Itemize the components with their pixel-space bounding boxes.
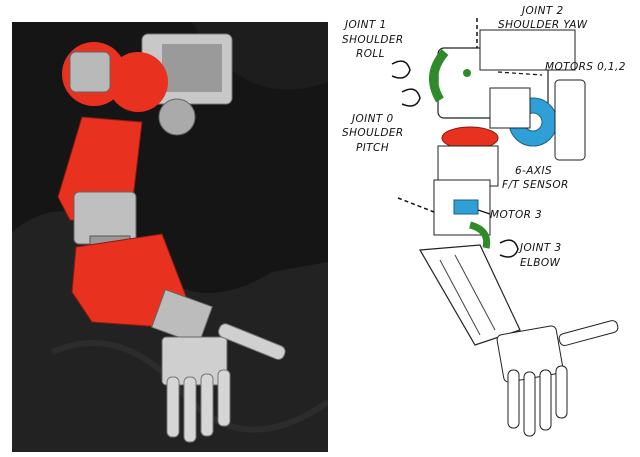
joint1-rotation-arrow [391,60,411,79]
diagram-finger-4 [555,365,568,419]
diagram-thumb [558,320,619,346]
robot-arm-diagram: JOINT 1 SHOULDER ROLL JOINT 2 SHOULDER Y… [342,5,626,437]
motor3-pointer-line [477,209,491,215]
diagram-finger-1 [507,369,520,429]
label-joint1-desc-b: ROLL [356,48,385,60]
label-joint1: JOINT 1 [343,19,387,31]
diagram-forearm [419,244,521,346]
diagram-right-housing [554,79,586,161]
diagram-green-arc-joint3 [468,221,491,249]
diagram-motor-dot [463,69,471,77]
label-joint2: JOINT 2 [520,5,564,17]
diagram-finger-2 [523,371,536,437]
diagram-sensor-body [437,145,499,187]
diagram-finger-3 [539,369,552,431]
shoulder-joint-metal [69,51,111,93]
label-sensor-b: F/T SENSOR [502,179,569,191]
label-joint1-desc-a: SHOULDER [342,34,404,46]
label-motor3: MOTOR 3 [490,209,542,221]
finger-2 [183,376,197,443]
label-joint3: JOINT 3 [518,242,562,254]
label-motors: MOTORS 0,1,2 [545,61,626,73]
shoulder-motor-center [108,52,168,112]
diagram-forearm-rib-1 [439,259,481,336]
label-joint3-desc: ELBOW [520,257,561,269]
shoulder-gear [158,98,196,136]
finger-1 [166,376,180,438]
shoulder-bracket-detail [162,44,222,92]
diagram-green-arc-joint1 [429,49,449,103]
label-joint0: JOINT 0 [350,113,394,125]
robot-arm-photo [12,22,328,452]
diagram-shoulder-plate [479,29,576,71]
diagram-motor3-blue [453,199,479,215]
label-joint0-desc-b: PITCH [356,142,389,154]
finger-3 [200,373,214,437]
joint0-rotation-arrow [401,88,421,107]
label-joint0-desc-a: SHOULDER [342,127,404,139]
label-sensor-a: 6-AXIS [515,165,552,177]
finger-4 [217,369,231,427]
diagram-motor-block [489,87,531,129]
joint0-axis-line [397,197,435,213]
black-cloth-fold-3 [50,340,328,433]
joint3-rotation-arrow [499,239,519,258]
label-joint2-desc: SHOULDER YAW [498,19,588,31]
thumb [218,323,286,360]
motors-pointer-line [497,71,543,76]
diagram-forearm-rib-2 [454,254,496,331]
wrist-cables [151,289,213,345]
